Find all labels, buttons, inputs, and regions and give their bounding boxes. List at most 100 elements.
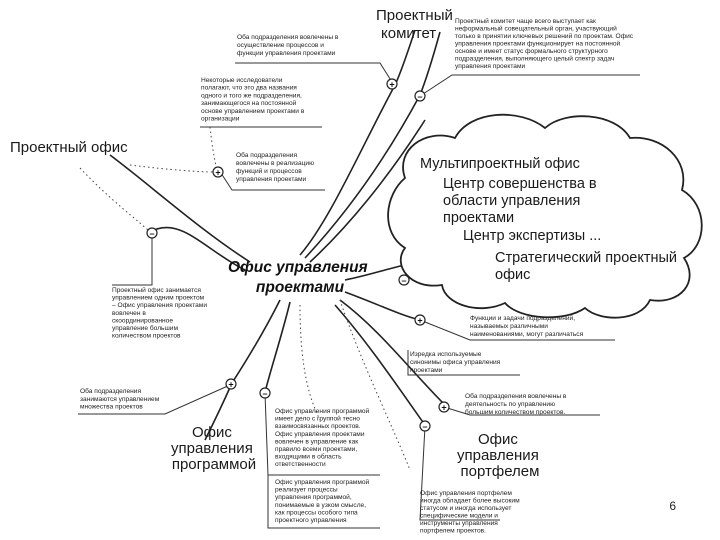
note-cloud-synonyms-line-3: проектами: [410, 367, 443, 374]
note-office-minus-line-3: – Офис управления проектами: [112, 302, 207, 309]
note-office-explanation-line-5: основе управлением проектами в: [201, 108, 305, 115]
node-project-committee: Проектный комитет: [376, 7, 457, 42]
branch-portfolio-1: [339, 299, 446, 406]
cloud-line-6: Стратегический проектный: [495, 250, 677, 266]
note-office-minus-line-6: управление большим: [112, 324, 178, 332]
note-portfolio-minus-line-4: специфические модели и: [420, 513, 498, 520]
minus-mark-cloud-sign: –: [401, 276, 406, 286]
note-cloud-synonyms-line-1: Изредка используемые: [410, 351, 482, 358]
minus-mark-committee-sign: –: [417, 92, 422, 102]
plus-mark-office-sign: +: [215, 168, 220, 178]
branch-committee-3: [309, 119, 426, 263]
center-node: Офис управления проектами: [228, 259, 372, 296]
note-committee-minus-line-5: основе и имеет статус формального структ…: [455, 48, 608, 55]
branch-office-1: [109, 154, 251, 263]
note-portfolio-plus-line-3: большим количеством проектов.: [465, 408, 565, 416]
cloud-line-3: области управления: [443, 193, 580, 209]
note-cloud-plus-line-2: называемых различными: [470, 323, 548, 330]
note-cloud-plus: Функции и задачи подразделений,называемы…: [470, 314, 584, 338]
note-program-minus-a-line-7: входящими в область: [275, 453, 342, 461]
note-program-minus-a-line-1: Офис управления программой: [275, 407, 370, 415]
node-portfolio-office-line2: управления: [457, 447, 539, 464]
leader-cloud-plus: [419, 319, 615, 341]
note-program-plus-line-3: множества проектов: [80, 404, 143, 411]
note-office-minus-line-5: скоординированное: [112, 317, 173, 324]
note-program-minus-b-line-3: управления программой,: [275, 493, 352, 501]
node-portfolio-office-line3: портфелем: [461, 463, 540, 480]
node-program-office-line2: управления: [171, 440, 253, 457]
note-office-explanation-line-1: Некоторые исследователи: [201, 77, 283, 84]
note-committee-plus-line-3: функции управления проектами: [237, 50, 336, 57]
note-program-minus-a-line-3: взаимосвязанных проектов.: [275, 423, 361, 430]
branch-program-3: [204, 382, 233, 441]
note-office-minus-line-4: вовлечен в: [112, 310, 146, 317]
plus-mark-portfolio: +: [438, 401, 450, 413]
note-office-minus-line-7: количеством проектов: [112, 333, 181, 340]
note-office-plus-line-3: функций и процессов: [236, 167, 302, 175]
note-office-explanation-line-2: полагают, что это два названия: [201, 85, 297, 92]
leader-program-minus-b: [267, 475, 380, 529]
branch-committee-2: [304, 31, 441, 259]
leader-office-minus-dotted: [79, 167, 151, 233]
note-office-explanation-line-3: одного и того же подразделения,: [201, 92, 302, 99]
minus-mark-cloud: –: [398, 274, 410, 286]
note-portfolio-minus-line-3: статусом и иногда использует: [420, 505, 511, 512]
note-office-explanation-line-6: организации: [201, 116, 240, 123]
minus-mark-program-sign: –: [262, 389, 267, 399]
cloud-text: Мультипроектный офис Центр совершенства …: [420, 156, 681, 283]
center-node-line2: проектами: [256, 279, 345, 296]
note-office-explanation-line-4: занимающегося на постоянной: [201, 99, 297, 107]
synonyms-cloud: [387, 113, 703, 319]
leader-committee-minus: [419, 74, 640, 97]
minus-mark-office-sign: –: [149, 229, 154, 239]
note-program-minus-a-line-4: Офис управления проектами: [275, 431, 365, 438]
cloud-line-1: Мультипроектный офис: [420, 156, 580, 172]
note-program-minus-a-line-8: ответственности: [275, 461, 326, 468]
cloud-line-7: офис: [495, 267, 530, 283]
note-portfolio-plus-line-2: деятельность по управлению: [465, 401, 555, 408]
leader-portfolio-dotted: [339, 299, 411, 471]
plus-mark-program-sign: +: [228, 380, 233, 390]
center-node-line1: Офис управления: [228, 259, 368, 276]
note-office-plus-line-4: управления проектами: [236, 176, 306, 183]
note-program-minus-b-line-2: реализует процессы: [275, 487, 338, 494]
note-committee-minus-line-3: только в принятии ключевых решений по пр…: [455, 32, 634, 40]
minus-mark-portfolio-sign: –: [422, 422, 427, 432]
plus-mark-program: +: [225, 378, 237, 390]
minus-mark-portfolio: –: [419, 420, 431, 432]
note-cloud-synonyms-line-2: синонимы офиса управления: [410, 359, 501, 366]
note-program-minus-a-line-5: вовлечен в управление как: [275, 438, 358, 445]
leader-program-minus: [264, 392, 269, 476]
note-committee-minus-line-7: управления проектами: [455, 63, 525, 70]
cloud-line-2: Центр совершенства в: [443, 176, 597, 192]
note-program-plus-line-2: занимаются управлением: [80, 396, 160, 403]
note-portfolio-minus-line-1: Офис управления портфелем: [420, 490, 512, 497]
note-program-minus-a-line-2: имеет дело с группой тесно: [275, 415, 360, 423]
branch-program-2: [264, 301, 291, 393]
leader-portfolio-minus: [419, 425, 500, 521]
plus-mark-cloud-sign: +: [417, 316, 422, 326]
node-program-office-line1: Офис: [192, 424, 232, 441]
note-portfolio-plus-line-1: Оба подразделения вовлечены в: [465, 392, 567, 400]
note-committee-plus-line-1: Оба подразделения вовлечены в: [237, 33, 339, 41]
minus-mark-committee: –: [414, 90, 426, 102]
note-committee-plus-line-2: осуществление процессов и: [237, 42, 324, 49]
note-portfolio-minus-line-2: иногда обладает более высоким: [420, 497, 520, 505]
note-committee-minus-line-4: управления проектами функционирует на по…: [455, 40, 621, 48]
note-program-minus-b-line-5: как процессы особого типа: [275, 508, 358, 516]
note-portfolio-minus-line-5: инструменты управления: [420, 520, 498, 527]
node-project-committee-line2: комитет: [381, 25, 436, 42]
leader-program-plus: [78, 384, 231, 415]
note-program-minus-b-line-6: проектного управления: [275, 517, 347, 524]
plus-mark-office: +: [212, 166, 224, 178]
note-program-minus-b-line-1: Офис управления программой: [275, 478, 370, 486]
note-program-plus-line-1: Оба подразделения: [80, 387, 141, 395]
